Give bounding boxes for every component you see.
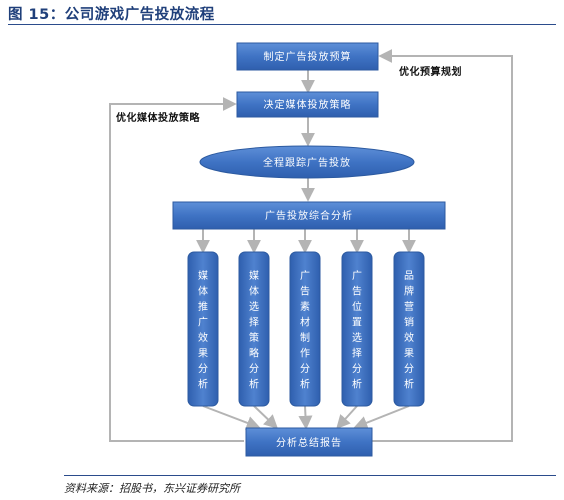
step-budget: 制定广告投放预算 bbox=[236, 42, 379, 71]
step-report-label: 分析总结报告 bbox=[276, 436, 342, 449]
branch-box-shape bbox=[393, 251, 425, 407]
feedback-label-budget: 优化预算规划 bbox=[399, 65, 462, 78]
step-report: 分析总结报告 bbox=[245, 427, 373, 457]
branch-label: 广告素材制作分析 bbox=[300, 270, 310, 391]
feedback-arrow-budget bbox=[372, 49, 513, 442]
feedback-label-media: 优化媒体投放策略 bbox=[116, 111, 200, 124]
branch-box-shape bbox=[289, 251, 321, 407]
branch-boxes: 媒体推广效果分析 媒体选择策略分析 广告素材制作分析 广告位置选择分析 品牌营销效果分析 bbox=[187, 251, 425, 407]
branch-box-shape bbox=[341, 251, 373, 407]
branch-box: 品牌营销效果分析 bbox=[393, 251, 425, 407]
step-tracking: 全程跟踪广告投放 bbox=[199, 145, 415, 179]
branch-box: 广告位置选择分析 bbox=[341, 251, 373, 407]
step-budget-label: 制定广告投放预算 bbox=[264, 50, 352, 63]
feedback-arrow-media bbox=[109, 97, 244, 442]
branch-label: 媒体选择策略分析 bbox=[249, 270, 259, 391]
arrows-branches-to-report bbox=[202, 405, 410, 430]
branch-box: 媒体推广效果分析 bbox=[187, 251, 219, 407]
step-strategy: 决定媒体投放策略 bbox=[236, 91, 379, 118]
branch-box: 广告素材制作分析 bbox=[289, 251, 321, 407]
branch-label: 媒体推广效果分析 bbox=[198, 270, 208, 391]
footer-divider bbox=[64, 475, 556, 476]
branch-box-shape bbox=[187, 251, 219, 407]
branch-box: 媒体选择策略分析 bbox=[238, 251, 270, 407]
step-analysis: 广告投放综合分析 bbox=[172, 201, 446, 230]
branch-label: 品牌营销效果分析 bbox=[404, 270, 414, 391]
step-strategy-label: 决定媒体投放策略 bbox=[264, 98, 352, 111]
step-analysis-label: 广告投放综合分析 bbox=[265, 209, 353, 222]
source-note: 资料来源：招股书，东兴证券研究所 bbox=[64, 482, 240, 495]
arrows-analysis-to-branches bbox=[196, 229, 416, 254]
title-divider bbox=[8, 24, 556, 25]
figure-title: 图 15：公司游戏广告投放流程 bbox=[8, 7, 215, 23]
branch-label: 广告位置选择分析 bbox=[352, 270, 362, 391]
branch-box-shape bbox=[238, 251, 270, 407]
step-tracking-label: 全程跟踪广告投放 bbox=[263, 156, 351, 169]
